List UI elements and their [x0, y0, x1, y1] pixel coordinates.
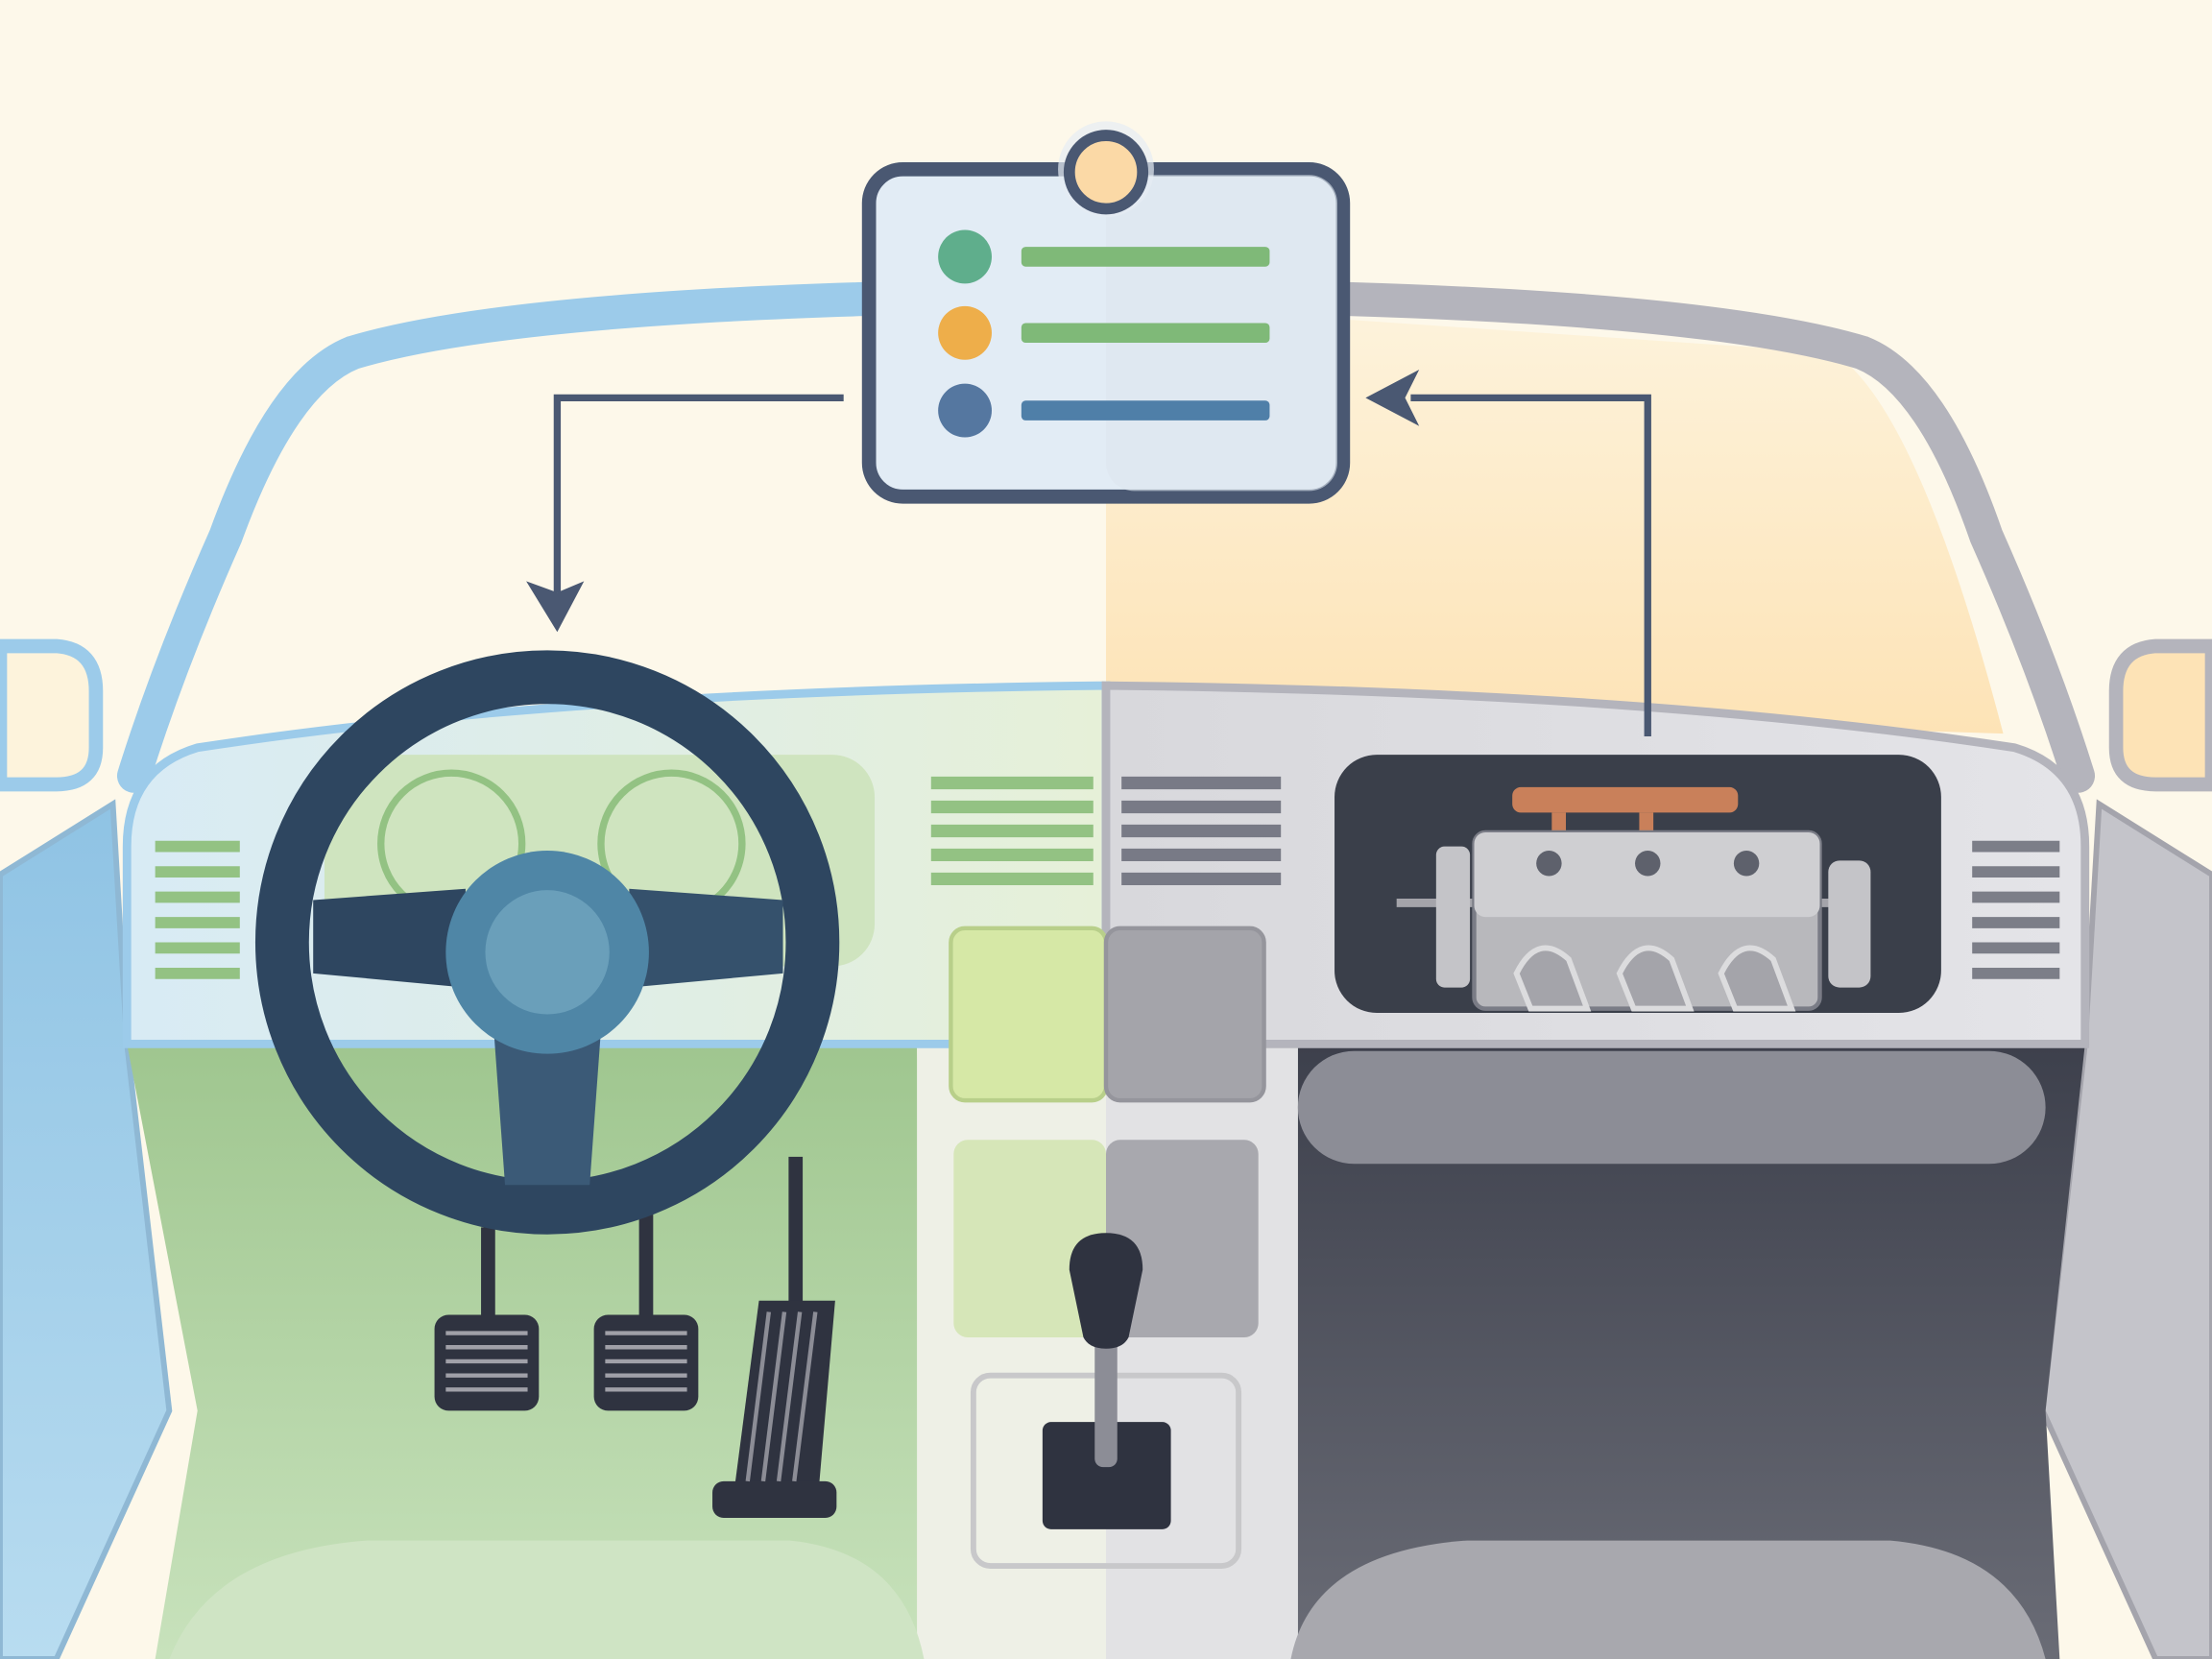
center-screen-right: [1103, 926, 1266, 1103]
side-mirror-left: [0, 638, 104, 792]
glovebox-lower: [1297, 1050, 2046, 1165]
gear-shift-icon[interactable]: [1042, 1233, 1171, 1529]
side-mirror-right: [2108, 638, 2212, 792]
floor-right: [1276, 1044, 2085, 1659]
status-bar-orange-row: [1021, 323, 1270, 344]
engine-icon: [1334, 755, 1941, 1014]
pedal-brake[interactable]: [593, 1213, 699, 1411]
steering-wheel-icon[interactable]: [254, 650, 840, 1235]
vent-right: [1972, 840, 2060, 979]
status-dot-green: [938, 229, 992, 284]
status-dot-blue: [938, 383, 992, 438]
arrow-icon-to-steering: [526, 394, 844, 633]
center-screen-left: [949, 926, 1109, 1103]
status-bar-blue: [1021, 400, 1270, 421]
vent-center-left: [930, 776, 1094, 886]
console-panel-left: [953, 1140, 1106, 1337]
console-panel-right: [1106, 1140, 1259, 1337]
door-left: [0, 799, 173, 1659]
vent-center-right: [1121, 776, 1282, 886]
seat-right: [1290, 1540, 2046, 1659]
pedal-clutch[interactable]: [434, 1227, 540, 1411]
windshield-frame-right: [1332, 281, 2096, 793]
pedal-accelerator[interactable]: [712, 1156, 837, 1519]
vent-left: [155, 840, 240, 979]
arrow-icon-from-engine: [1365, 369, 1651, 737]
info-panel-icon: [861, 121, 1351, 504]
seat-left: [169, 1540, 925, 1659]
status-bar-green: [1021, 247, 1270, 267]
status-dot-orange: [938, 305, 992, 360]
windshield-frame-left: [116, 281, 880, 793]
